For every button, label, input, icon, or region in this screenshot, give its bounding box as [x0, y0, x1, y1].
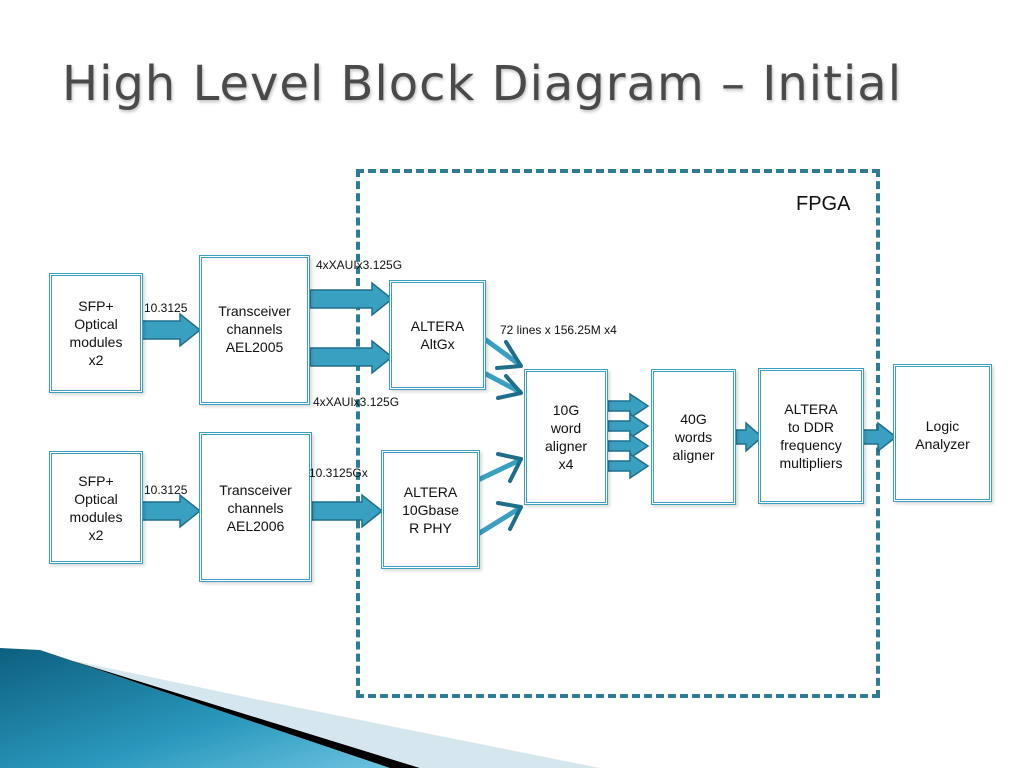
logic-analyzer-block: Logic Analyzer [893, 364, 992, 502]
altera-altgx-block: ALTERA AltGx [389, 280, 486, 390]
altera-10gbase-phy-block: ALTERA 10Gbase R PHY [381, 450, 480, 569]
arrow-sfp-top-to-transceiver [141, 312, 202, 348]
transceiver-ael2005-block: Transceiver channels AEL2005 [199, 255, 310, 405]
arrow-sfp-bottom-to-transceiver [141, 493, 202, 529]
altera-ddr-multipliers-block: ALTERA to DDR frequency multipliers [758, 368, 864, 504]
arrow-10g-to-40g-2 [607, 412, 650, 440]
lines-rate-label: 72 lines x 156.25M x4 [500, 323, 617, 337]
arrowhead-phy-2 [496, 501, 523, 531]
arrow-transceiver-to-altgx-2 [309, 339, 394, 375]
xaui-bottom-label: 4xXAUIx3.125G [313, 395, 400, 409]
arrow-10g-to-40g-4 [607, 452, 650, 480]
arrow-altgx-to-aligner-1 [483, 337, 523, 368]
arrowhead-altgx-1 [495, 340, 523, 370]
phy-rate-label: 10.3125Gx [309, 466, 368, 480]
sfp-top-rate-label: 10.3125 [144, 301, 188, 315]
arrow-altgx-to-aligner-2 [483, 371, 523, 395]
arrow-10g-to-40g-1 [607, 392, 650, 420]
xaui-top-label: 4xXAUIx3.125G [316, 258, 403, 272]
arrow-40g-to-ddr [735, 421, 764, 453]
slide-title: High Level Block Diagram – Initial [62, 56, 903, 112]
arrow-10g-to-40g-3 [607, 432, 650, 460]
sfp-modules-bottom-block: SFP+ Optical modules x2 [49, 451, 143, 564]
fpga-label: FPGA [796, 193, 851, 215]
transceiver-ael2006-block: Transceiver channels AEL2006 [199, 432, 312, 582]
arrow-phy-to-aligner-2 [475, 505, 523, 537]
arrow-transceiver-to-phy [311, 493, 384, 529]
arrow-ddr-to-analyzer [861, 421, 898, 453]
arrowhead-altgx-2 [496, 374, 523, 400]
arrowhead-phy-1 [496, 452, 523, 483]
arrow-phy-to-aligner-1 [475, 457, 523, 483]
10g-word-aligner-block: 10G word aligner x4 [524, 369, 608, 505]
40g-words-aligner-block: 40G words aligner [651, 369, 736, 505]
sfp-modules-top-block: SFP+ Optical modules x2 [49, 273, 143, 393]
sfp-bottom-rate-label: 10.3125 [144, 483, 188, 497]
arrow-transceiver-to-altgx-1 [309, 281, 394, 317]
